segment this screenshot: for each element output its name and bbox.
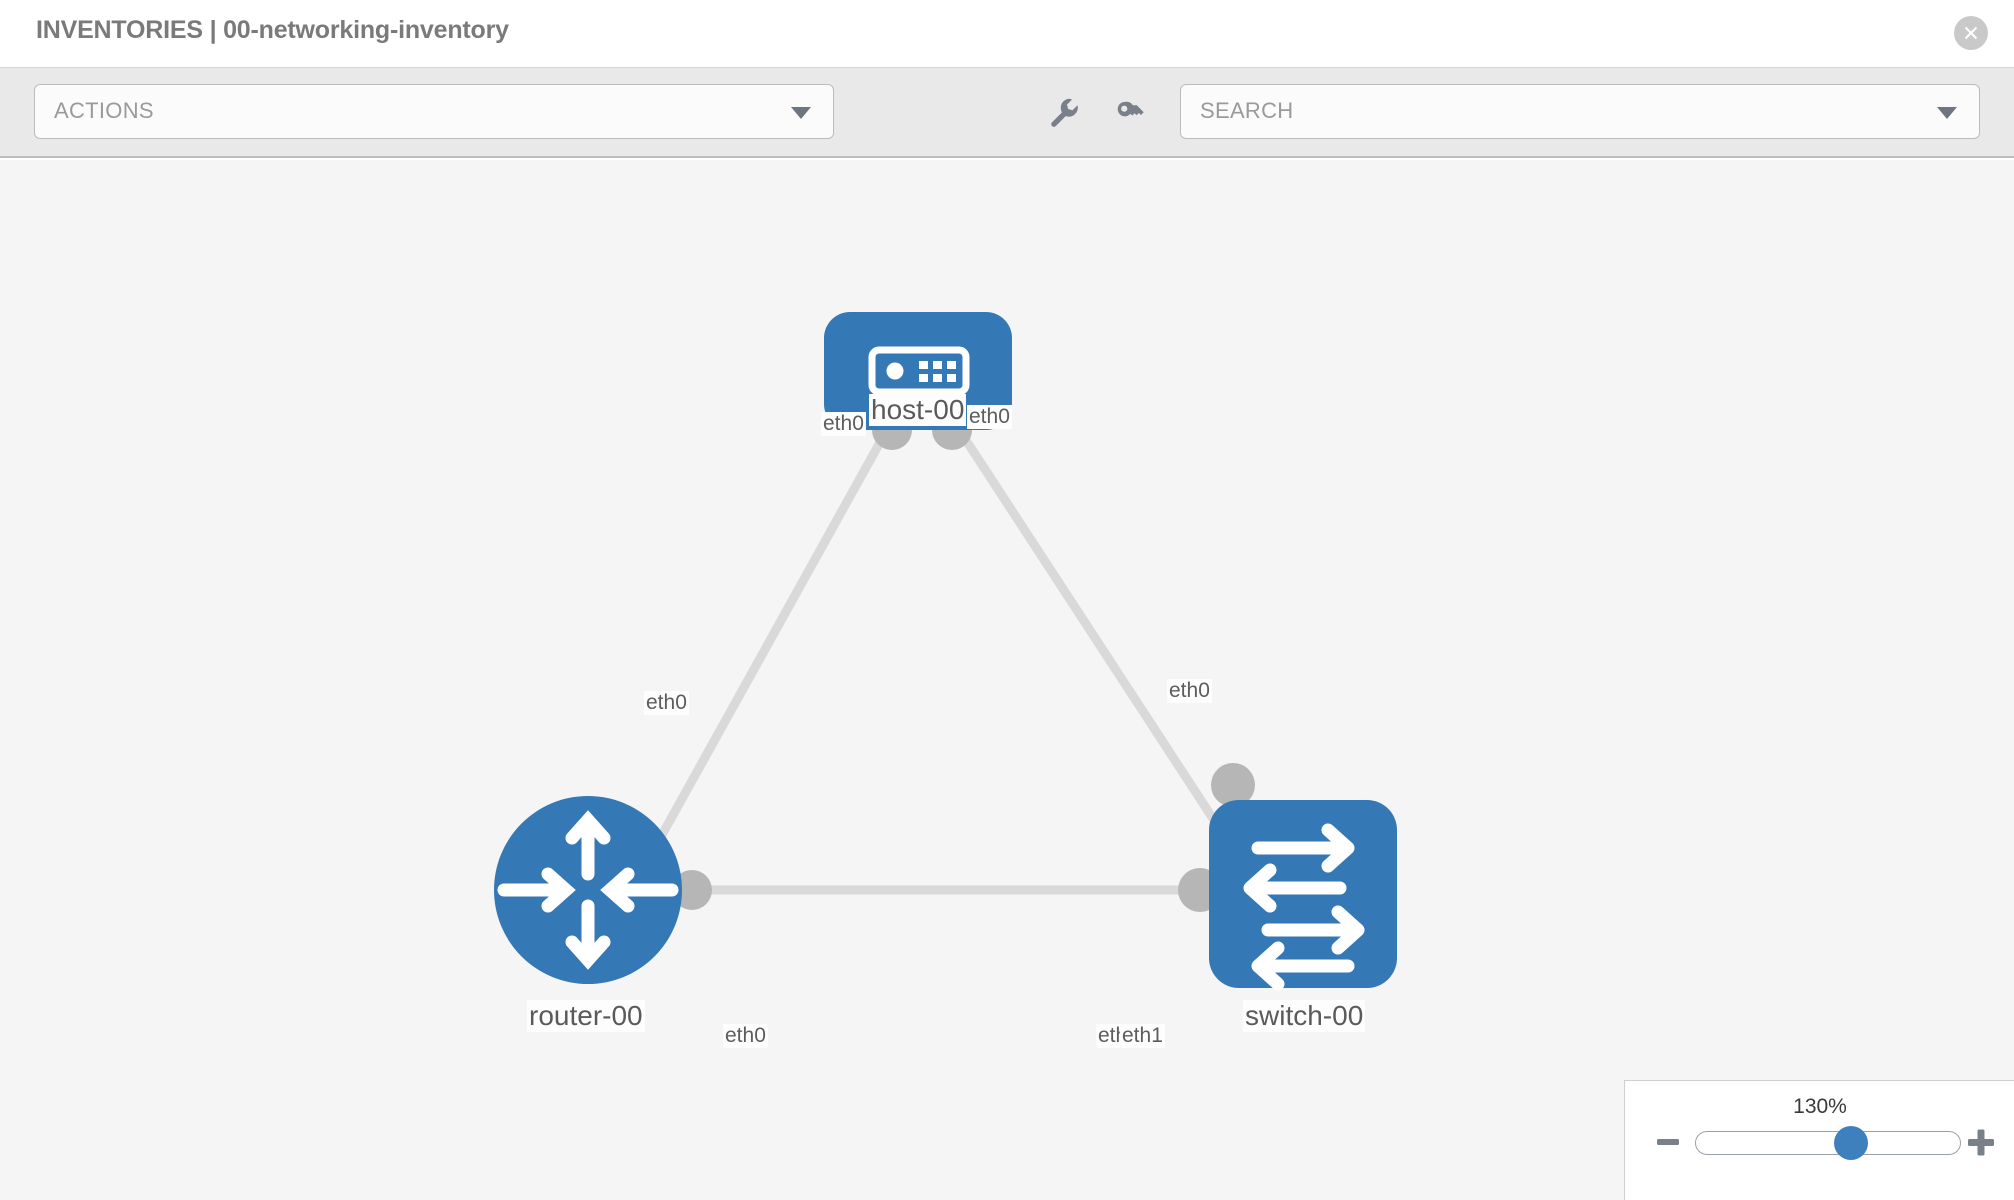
key-icon[interactable] — [1108, 92, 1152, 132]
chevron-down-icon[interactable] — [1937, 107, 1957, 119]
node-router-00 — [494, 796, 682, 984]
close-icon[interactable] — [1954, 16, 1988, 50]
search-field[interactable]: SEARCH — [1180, 84, 1980, 139]
zoom-in-button[interactable] — [1964, 1125, 1998, 1159]
switch-arrows-icon — [1243, 823, 1365, 991]
node-label-host-00: host-00 — [869, 394, 967, 426]
page-header: INVENTORIES | 00-networking-inventory — [0, 0, 2014, 68]
link-host00-router00 — [644, 425, 892, 863]
router-arrows-icon — [497, 810, 679, 970]
search-input[interactable]: SEARCH — [1200, 98, 1294, 123]
edge-label-router00-switch00-right: eth1 — [1120, 1024, 1165, 1048]
connector-router00-right — [672, 870, 712, 910]
connector-switch00-top — [1211, 763, 1255, 807]
edge-label-router00-switch00-left: eth0 — [723, 1024, 768, 1048]
node-switch-00 — [1209, 800, 1397, 991]
actions-dropdown-label: ACTIONS — [54, 98, 154, 123]
topology-canvas[interactable]: host-00 router-00 switch-00 eth0 eth0 et… — [0, 160, 2014, 1200]
wrench-icon[interactable] — [1042, 92, 1086, 132]
page-title: INVENTORIES | 00-networking-inventory — [36, 16, 509, 44]
edge-label-host00-switch00-near: eth0 — [967, 405, 1012, 429]
zoom-slider-track[interactable] — [1695, 1131, 1961, 1155]
edge-label-router00-host00: eth0 — [644, 691, 689, 715]
topology-graph — [494, 312, 1397, 991]
chevron-down-icon — [791, 107, 811, 119]
edge-label-switch00-host00: eth0 — [1167, 679, 1212, 703]
zoom-out-button[interactable] — [1651, 1125, 1685, 1159]
link-host00-switch00 — [954, 425, 1244, 863]
node-label-switch-00: switch-00 — [1243, 1000, 1366, 1032]
server-icon — [868, 346, 970, 396]
zoom-control-panel: 130% — [1624, 1080, 2014, 1200]
zoom-slider-thumb[interactable] — [1834, 1126, 1869, 1160]
edge-label-host00-router00-near: eth0 — [821, 412, 866, 436]
zoom-level-label: 130% — [1793, 1095, 1847, 1118]
node-label-router-00: router-00 — [527, 1000, 645, 1032]
topology-links — [644, 425, 1244, 895]
actions-dropdown[interactable]: ACTIONS — [34, 84, 834, 139]
